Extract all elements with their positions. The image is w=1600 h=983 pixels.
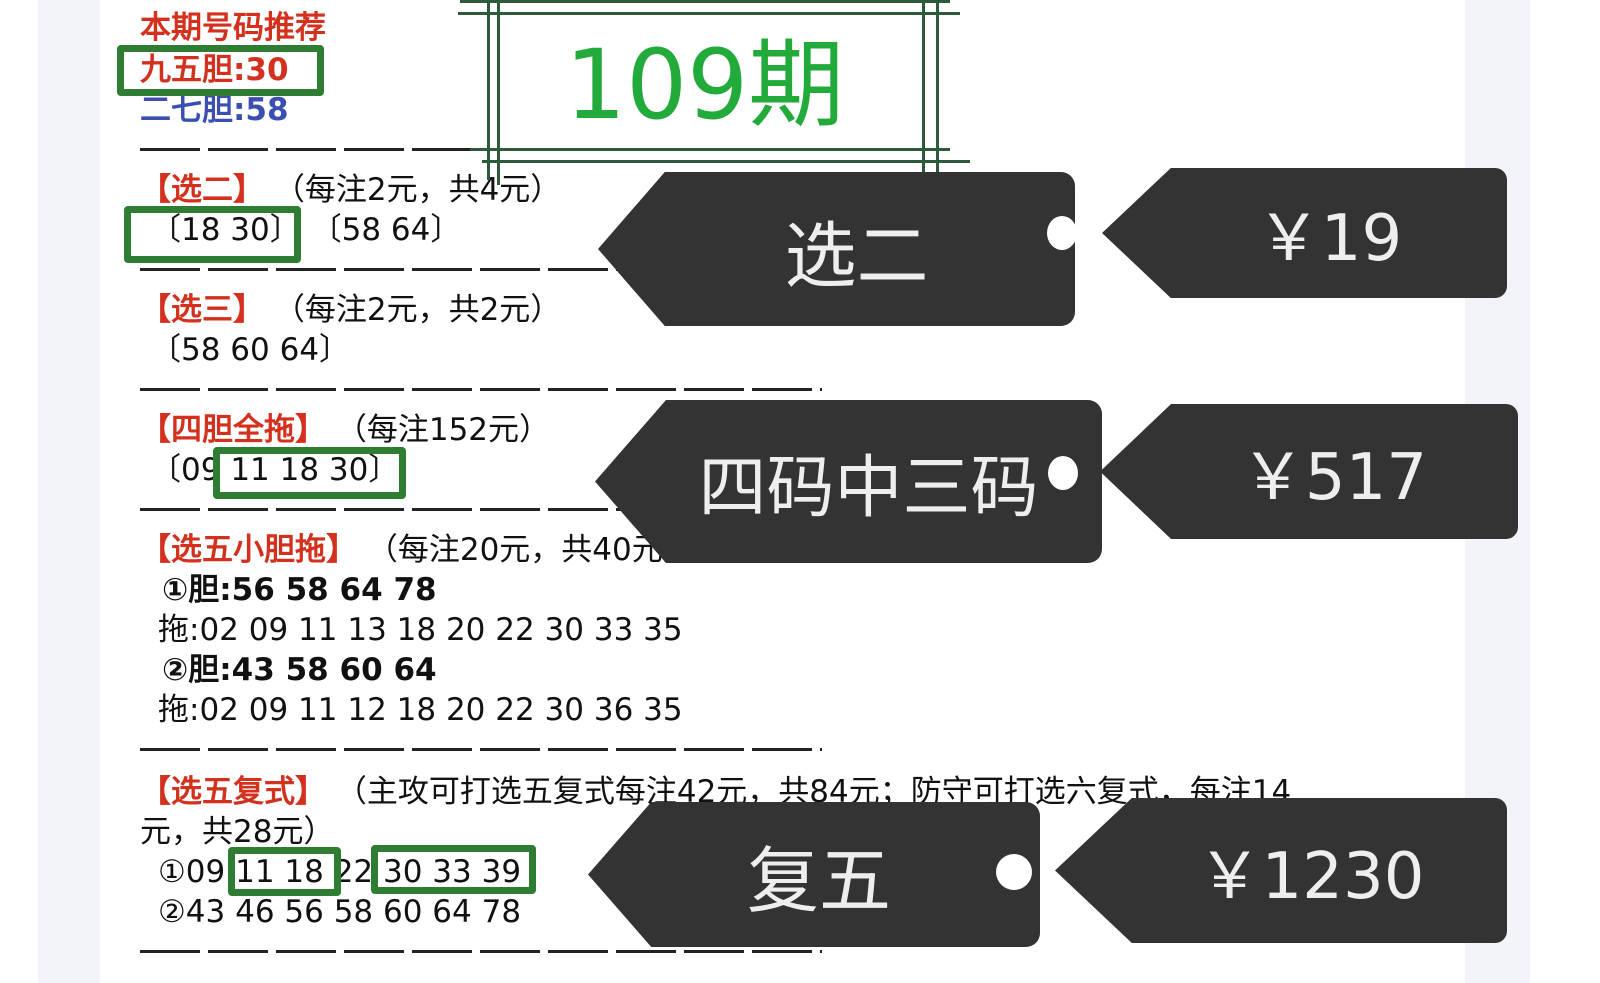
four-dan-prefix: 〔09 — [150, 452, 231, 488]
period-number: 109期 — [565, 29, 845, 141]
highlight-box — [124, 206, 301, 263]
frame-line — [922, 0, 925, 205]
price-label: ￥19 — [1256, 202, 1403, 276]
four-dan-note: （每注152元） — [335, 412, 551, 448]
tag-four-three: 四码中三码 — [595, 400, 1102, 563]
frame-line — [497, 0, 500, 185]
pick5-multi-label: 【选五复式】 — [140, 774, 326, 810]
divider — [140, 508, 822, 511]
price-tag: ￥19 — [1102, 168, 1507, 298]
pick5-small-header: 【选五小胆拖】 （每注20元，共40元） — [140, 530, 694, 570]
two-seven-dan: 二七胆:58 — [140, 92, 289, 128]
divider — [140, 748, 822, 751]
price-label: ￥517 — [1240, 440, 1428, 515]
highlight-box — [213, 447, 406, 499]
pick2-numbers: 〔18 30〕 〔58 64〕 — [150, 210, 461, 250]
divider — [140, 950, 822, 953]
frame-line — [470, 148, 950, 151]
pick2-header: 【选二】 （每注2元，共4元） — [140, 170, 561, 210]
highlight-box — [228, 847, 341, 896]
line1-a: ①09 — [158, 854, 236, 890]
pick2-numbers-b: 〔58 64〕 — [310, 212, 462, 248]
tag-label: 选二 — [784, 213, 929, 298]
pick2-label: 【选二】 — [140, 172, 264, 208]
nine-five-dan: 九五胆:30 — [140, 52, 289, 88]
four-dan-highlight: 11 18 30〕 — [230, 452, 400, 488]
tag-label: 复五 — [746, 839, 891, 923]
tuo-2: 拖:02 09 11 12 18 20 22 30 36 35 — [158, 692, 683, 728]
frame-line — [487, 0, 490, 180]
divider — [140, 268, 822, 271]
tuo-1: 拖:02 09 11 13 18 20 22 30 33 35 — [158, 612, 683, 648]
divider — [140, 388, 822, 391]
dan-2: ②胆:43 58 60 64 — [162, 652, 437, 688]
line1-d: 30 33 39 — [383, 854, 522, 890]
frame-line — [460, 0, 950, 3]
four-dan-header: 【四胆全拖】 （每注152元） — [140, 410, 550, 450]
pick5-multi-note-2: 元，共28元） — [140, 814, 335, 850]
recommend-title: 本期号码推荐 — [140, 10, 326, 46]
pick5-small-note: （每注20元，共40元） — [366, 532, 694, 568]
frame-line — [458, 12, 960, 15]
frame-line — [936, 0, 939, 190]
pick2-numbers-a: 〔18 30〕 — [150, 212, 301, 248]
pick3-note: （每注2元，共2元） — [273, 292, 562, 328]
tag-hole-icon — [996, 854, 1032, 890]
price-tag: ￥517 — [1100, 404, 1518, 539]
tag-multi-five: 复五 — [588, 802, 1040, 947]
line1-b: 11 18 — [235, 854, 324, 890]
pick3-numbers: 〔58 60 64〕 — [150, 332, 351, 368]
highlight-box — [371, 845, 536, 894]
pick5-multi-line-1: ①09 11 18 22 30 33 39 — [158, 852, 521, 892]
tag-hole-icon — [1047, 216, 1077, 250]
frame-line — [482, 160, 970, 163]
four-dan-numbers: 〔09 11 18 30〕 — [150, 450, 399, 490]
four-dan-label: 【四胆全拖】 — [140, 412, 326, 448]
price-label: ￥1230 — [1197, 839, 1425, 914]
tag-hole-icon — [1048, 456, 1078, 490]
highlight-box — [117, 45, 324, 96]
tag-label: 四码中三码 — [698, 449, 1039, 528]
price-tag: ￥1230 — [1055, 798, 1507, 943]
pick3-header: 【选三】 （每注2元，共2元） — [140, 290, 561, 330]
tag-pick2: 选二 — [598, 172, 1075, 326]
pick3-label: 【选三】 — [140, 292, 264, 328]
pick2-note: （每注2元，共4元） — [273, 172, 562, 208]
pick5-small-label: 【选五小胆拖】 — [140, 532, 357, 568]
left-margin — [38, 0, 100, 983]
dan-1: ①胆:56 58 64 78 — [162, 572, 437, 608]
pick5-multi-line-2: ②43 46 56 58 60 64 78 — [158, 894, 522, 930]
